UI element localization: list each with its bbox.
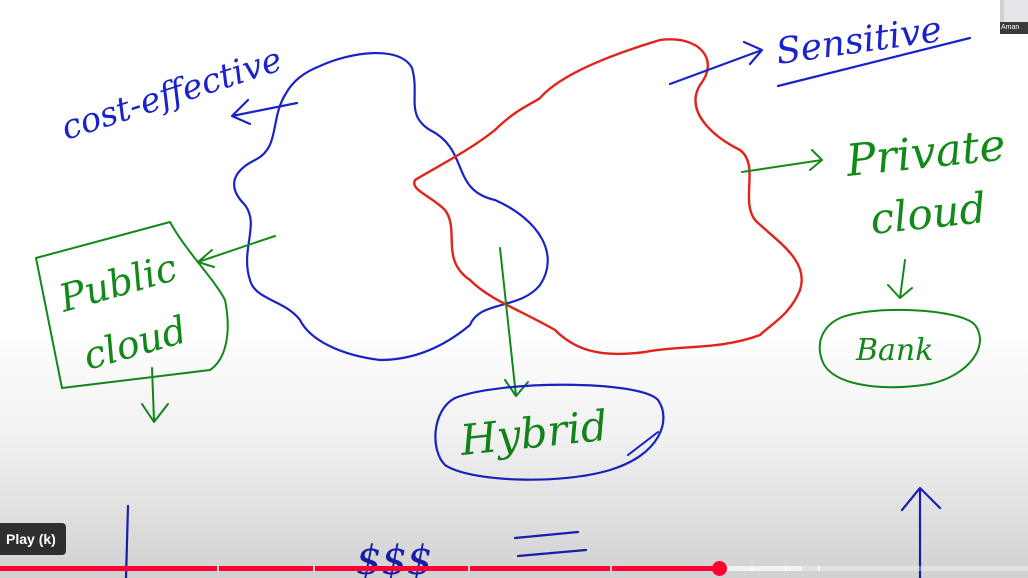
progress-scrubber[interactable]	[711, 561, 727, 576]
chapter-gap	[468, 566, 470, 571]
progress-played	[0, 566, 719, 571]
chapter-gap	[818, 566, 820, 571]
presenter-name: Aman	[1000, 22, 1028, 34]
chapter-gap	[313, 566, 315, 571]
presenter-video	[1004, 0, 1028, 22]
arrow-to-public-cloud	[197, 235, 276, 268]
label-hybrid: Hybrid	[457, 401, 610, 465]
label-private: Private	[843, 120, 1008, 188]
arrow-to-cost-effective	[230, 98, 299, 126]
bank-ellipse	[818, 308, 981, 389]
label-dollars: $$$	[356, 538, 432, 578]
label-cost-effective: cost-effective	[56, 40, 286, 149]
arrow-to-hybrid	[499, 247, 529, 397]
label-public: Public	[53, 245, 181, 321]
chapter-gap	[217, 566, 219, 571]
arrow-to-private-cloud	[741, 149, 823, 173]
arrow-private-to-bank	[887, 259, 913, 299]
red-cloud-shape	[413, 38, 803, 356]
arrow-to-sensitive	[668, 40, 764, 86]
up-arrow-right	[900, 486, 942, 578]
hybrid-ellipse	[434, 383, 665, 481]
presenter-thumbnail: Aman	[1000, 0, 1028, 34]
label-public-cloud: cloud	[78, 307, 191, 378]
label-sensitive: Sensitive	[774, 9, 945, 73]
blue-cloud-shape	[233, 51, 549, 362]
equals-sign	[513, 530, 588, 558]
chapter-gap	[785, 566, 787, 571]
play-tooltip: Play (k)	[0, 523, 66, 555]
sensitive-underline	[776, 36, 972, 88]
chapter-gap	[751, 566, 753, 571]
label-private-cloud: cloud	[868, 183, 989, 244]
label-bank: Bank	[855, 333, 933, 368]
public-cloud-box	[35, 221, 229, 389]
progress-bar[interactable]	[0, 561, 1028, 576]
chapter-gap	[610, 566, 612, 571]
